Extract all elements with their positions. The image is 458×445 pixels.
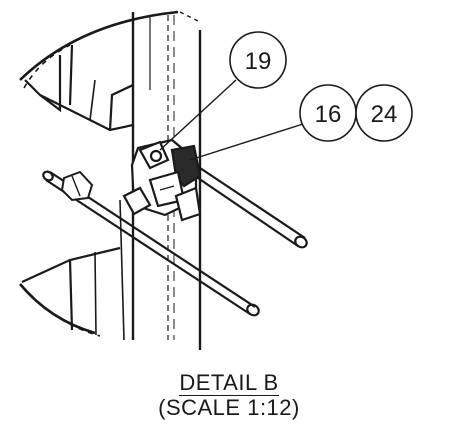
boundary-arc-upper-dashed [23, 44, 71, 89]
lower-flange-fold [68, 259, 74, 331]
lower-flange [21, 246, 121, 336]
balloon-19-label: 19 [245, 48, 272, 75]
upper-flange-fold [39, 55, 62, 113]
back-rod-top-edge [199, 167, 306, 239]
detail-scale: (SCALE 1:12) [158, 395, 300, 420]
rod-nut [60, 170, 94, 202]
clamp-detail-line [159, 185, 175, 191]
clamp-nut [174, 186, 202, 222]
leader-lines [159, 79, 304, 161]
upper-flange-lower-edge [24, 79, 134, 132]
front-rod-start [42, 170, 54, 182]
rod-nut-facet [71, 175, 81, 197]
upper-flange-inner [89, 79, 96, 121]
rod-nut-body [60, 170, 94, 202]
boundary-arc-lower-dashed [29, 293, 101, 337]
boundary-break-upper [179, 11, 201, 23]
detail-title-text: DETAIL B [179, 370, 279, 396]
balloon-16-label: 16 [315, 101, 342, 128]
boundary-arc-lower [19, 283, 96, 335]
post-left-face [119, 199, 125, 341]
back-rod [194, 167, 308, 249]
balloon-24: 24 [355, 84, 413, 142]
upper-flange [24, 44, 134, 132]
front-rod-bottom-edge [45, 179, 251, 315]
lower-flange-inner [94, 251, 97, 336]
leader-19 [159, 79, 237, 151]
balloon-19: 19 [229, 31, 287, 89]
front-rod-end [246, 303, 260, 317]
clamp-side-tab [122, 186, 152, 216]
balloon-16: 16 [299, 84, 357, 142]
back-rod-bottom-edge [194, 175, 299, 247]
balloon-24-circle [355, 84, 413, 142]
leader-16 [189, 123, 304, 161]
detail-title: DETAIL B [0, 370, 458, 396]
detail-boundary [19, 10, 201, 337]
clamp-assembly [122, 138, 202, 222]
upper-flange-rib [68, 44, 74, 106]
balloon-19-circle [229, 31, 287, 89]
balloon-24-label: 24 [371, 101, 398, 128]
clamp-bolt-hole [149, 149, 163, 163]
upper-flange-tab [108, 84, 134, 131]
back-rod-end [294, 235, 308, 249]
boundary-arc-upper [19, 10, 179, 81]
